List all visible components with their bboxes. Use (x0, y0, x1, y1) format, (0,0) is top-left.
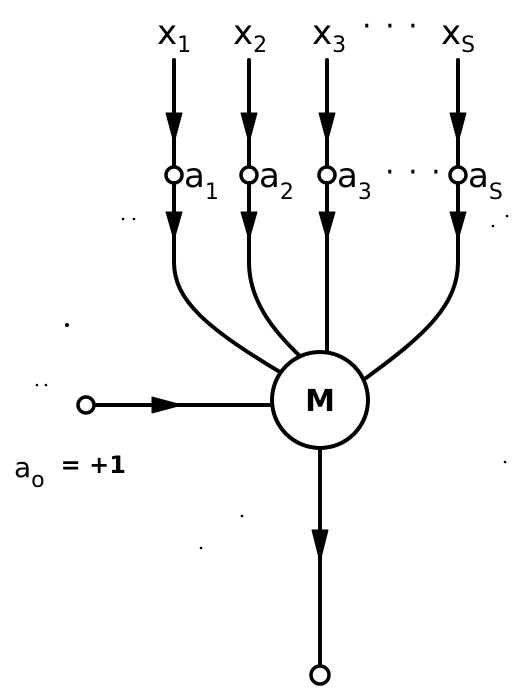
bias-terminal (76, 395, 96, 415)
input-line-2 (240, 58, 258, 168)
input-ellipsis: · · · (362, 9, 420, 44)
input-label-x3: x3 (312, 13, 346, 58)
weight-label-a1: a1 (184, 156, 219, 205)
input-label-x2: x2 (233, 13, 267, 58)
weighted-line-2 (240, 181, 305, 361)
weight-label-a3: a3 (337, 156, 372, 205)
weight-label-as: aS (468, 156, 503, 205)
input-line-s (449, 58, 467, 168)
weight-node-3 (317, 165, 337, 185)
input-line-1 (165, 58, 183, 168)
input-line-3 (318, 58, 336, 168)
summation-node-label: M (305, 384, 335, 419)
output-terminal (309, 664, 331, 686)
weight-ellipsis: · · · (385, 155, 443, 190)
weighted-line-3 (318, 181, 336, 354)
weighted-line-s (364, 181, 467, 380)
bias-line (92, 396, 280, 414)
weight-node-s (448, 165, 468, 185)
bias-label: ao= +1 (14, 451, 126, 493)
output-line (311, 446, 329, 667)
weight-node-1 (164, 165, 184, 185)
weighted-line-1 (165, 181, 292, 380)
scan-specks (35, 214, 509, 550)
weight-node-2 (239, 165, 259, 185)
input-label-xs: xS (441, 13, 475, 58)
summation-node: M (270, 350, 370, 450)
input-label-x1: x1 (157, 13, 191, 58)
weight-label-a2: a2 (259, 156, 294, 205)
